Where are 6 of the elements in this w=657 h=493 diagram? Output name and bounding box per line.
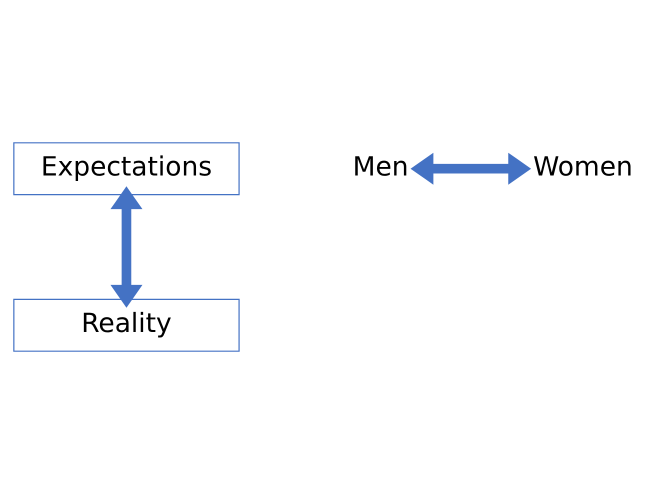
arrow [110,186,142,308]
arrow [410,152,532,184]
node-text: Women [533,150,633,182]
node-box: Expectations [13,142,240,195]
node-box: Reality [13,298,240,352]
node-text: Men [352,150,409,182]
